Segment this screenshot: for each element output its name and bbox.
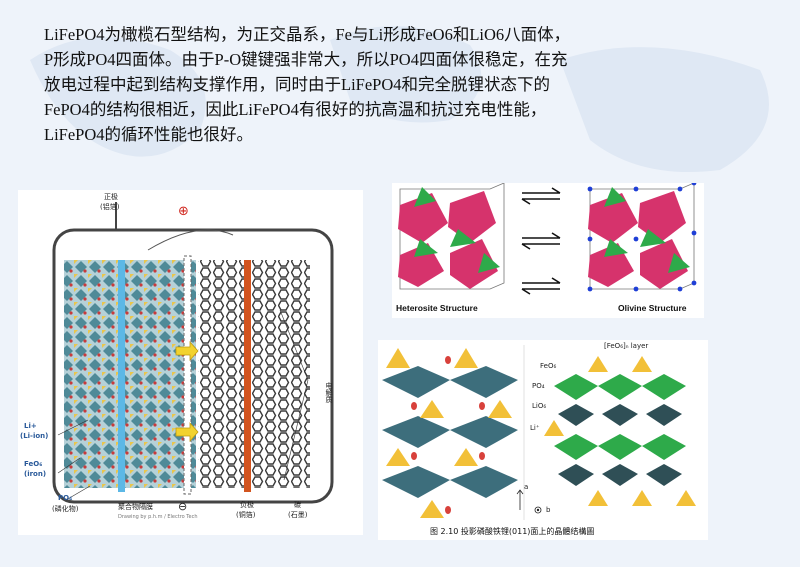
paragraph-line-5: LiFePO4的循环性能也很好。 xyxy=(44,125,254,144)
paragraph-line-2: P形成PO4四面体。由于P-O键键强非常大，所以PO4四面体很稳定，在充 xyxy=(44,50,568,69)
cathode-label: 正极 xyxy=(104,193,118,201)
negative-terminal-icon: ⊖ xyxy=(178,500,188,513)
axes-icon xyxy=(516,489,542,514)
reaction-arrows xyxy=(521,187,561,295)
po4-label: PO₄ xyxy=(532,382,545,390)
olivine-structure xyxy=(587,180,697,292)
paragraph-line-4: FePO4的结构很相近，因此LiFePO4有很好的抗高温和抗过充电性能， xyxy=(44,100,547,119)
separator-membrane xyxy=(183,255,192,495)
separator-label: 聚合物隔膜 xyxy=(118,503,153,511)
crystal-projection-diagram xyxy=(382,345,696,520)
electrolyte-label: 电解质 xyxy=(325,382,333,403)
olivine-caption: Olivine Structure xyxy=(618,303,687,313)
cathode-collector xyxy=(118,260,125,492)
li-ion-label: Li⁺ xyxy=(530,424,540,432)
axis-a-label: a xyxy=(524,483,529,491)
feo6-label: FeO₆ xyxy=(540,362,557,370)
figure-caption: 图 2.10 投影磷酸铁锂(011)面上的晶體结構圖 xyxy=(430,527,595,536)
li-ion-arrow-icon xyxy=(175,421,199,443)
credit-text: Drawing by p.h.m / Electro Tech xyxy=(118,514,198,520)
anode-collector xyxy=(244,260,251,492)
positive-terminal-icon: ⊕ xyxy=(178,204,189,219)
feo6-label: FeO₆ xyxy=(24,460,43,468)
paragraph-line-3: 放电过程中起到结构支撑作用，同时由于LiFePO4和完全脱锂状态下的 xyxy=(44,75,551,94)
feo6-layer-label: [FeO₆]ₙ layer xyxy=(604,342,649,350)
carbon-sub-label: (石墨) xyxy=(288,511,308,519)
feo6-sub-label: (iron) xyxy=(24,470,47,478)
description-paragraph: LiFePO4为橄榄石型结构，为正交晶系，Fe与Li形成FeO6和LiO6八面体… xyxy=(44,22,764,147)
left-lattice xyxy=(382,348,518,518)
axis-b-label: b xyxy=(546,506,551,514)
right-lattice xyxy=(544,356,696,506)
paragraph-line-1: LiFePO4为橄榄石型结构，为正交晶系，Fe与Li形成FeO6和LiO6八面体… xyxy=(44,25,571,44)
po4-label: PO₄ xyxy=(58,494,73,502)
po4-sub-label: (磷化物) xyxy=(52,505,79,513)
carbon-label: 碳 xyxy=(294,501,301,509)
li-ion-label: Li+ xyxy=(24,422,37,430)
lio6-label: LiO₆ xyxy=(532,402,547,410)
li-ion-arrow-icon xyxy=(175,340,199,362)
structure-comparison-diagram xyxy=(398,180,697,295)
anode-label: 负极 xyxy=(240,501,254,509)
crystal-projection-figure: FeO₆ [FeO₆]ₙ layer PO₄ LiO₆ Li⁺ a b 图 2.… xyxy=(378,340,708,540)
battery-diagram xyxy=(52,202,334,504)
structure-comparison-figure: Heterosite Structure Olivine Structure xyxy=(392,180,704,318)
anode-sub-label: (铜箔) xyxy=(236,511,256,519)
heterosite-caption: Heterosite Structure xyxy=(396,303,478,313)
li-ion-sub-label: (Li-ion) xyxy=(20,432,49,440)
cathode-sub-label: (铝箔) xyxy=(100,203,120,211)
battery-figure: 正极 (铝箔) ⊕ Li+ (Li-ion) FeO₆ (iron) PO₄ (… xyxy=(18,190,363,535)
heterosite-structure xyxy=(398,182,505,290)
